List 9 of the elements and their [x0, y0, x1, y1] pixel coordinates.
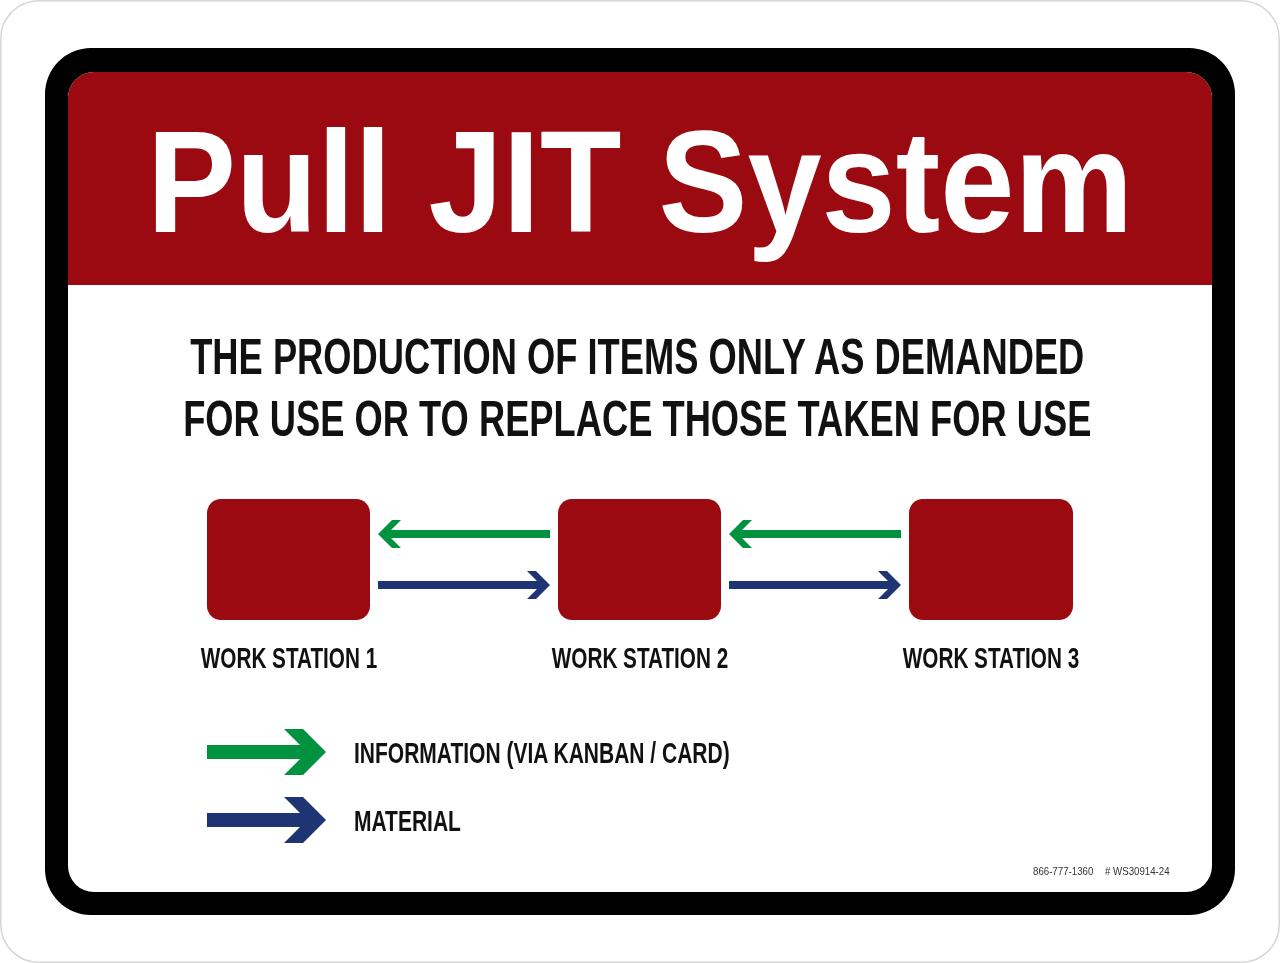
phone-number: 866-777-1360 [1033, 865, 1094, 878]
station-label: WORK STATION 2 [551, 641, 728, 675]
subtitle: THE PRODUCTION OF ITEMS ONLY AS DEMANDED FOR USE OR TO REPLACE THOSE TAKEN FOR USE [182, 328, 1093, 449]
legend-label: INFORMATION (VIA KANBAN / CARD) [354, 736, 730, 770]
product-code: # WS30914-24 [1105, 865, 1170, 878]
legend-label: MATERIAL [354, 804, 461, 838]
title: Pull JIT System [146, 100, 1134, 265]
station-label: WORK STATION 3 [902, 641, 1080, 675]
station-label: WORK STATION 1 [200, 641, 377, 675]
